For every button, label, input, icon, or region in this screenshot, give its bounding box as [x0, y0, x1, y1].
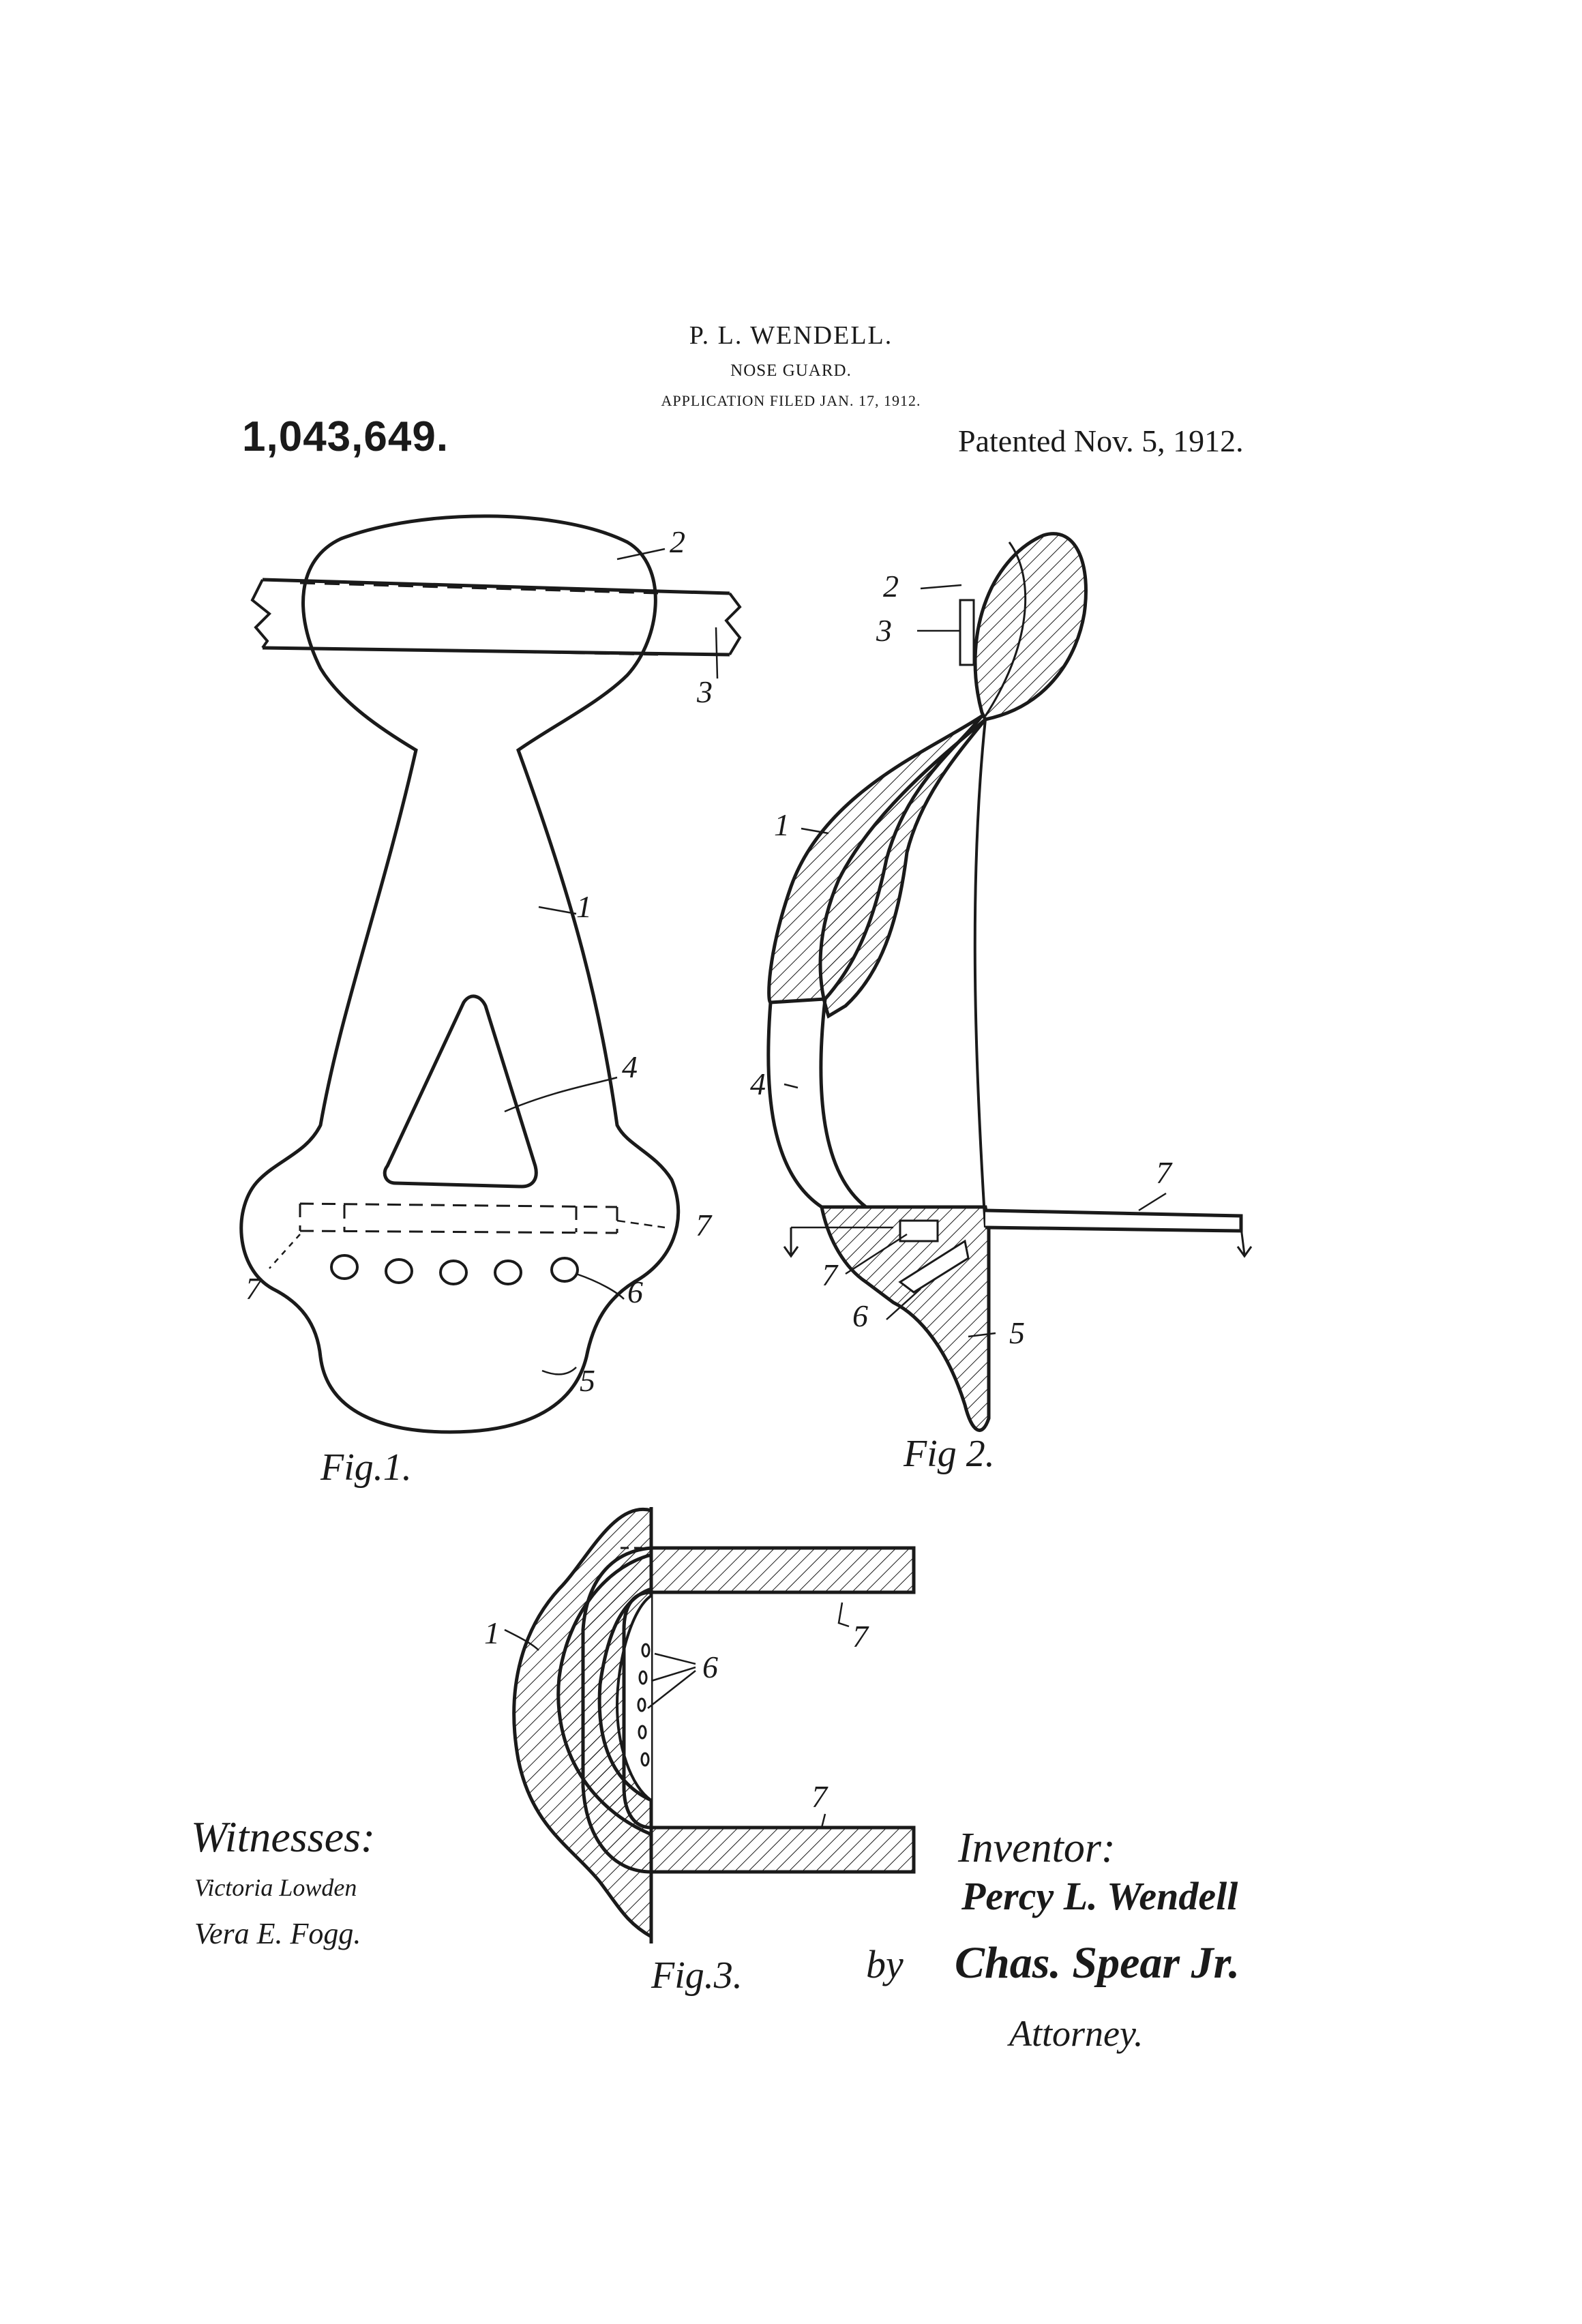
attorney-label: Attorney. — [1007, 2013, 1143, 2054]
witnesses-label: Witnesses: — [191, 1813, 375, 1861]
fig1-vent-holes — [330, 1254, 579, 1285]
witness-name-1: Victoria Lowden — [194, 1874, 357, 1901]
by-label: by — [866, 1942, 904, 1986]
inventor-label: Inventor: — [957, 1825, 1116, 1871]
witness-name-2: Vera E. Fogg. — [194, 1917, 361, 1950]
patent-title: NOSE GUARD. — [730, 361, 852, 380]
fig1-strap — [250, 578, 742, 657]
fig2-ref-6: 6 — [852, 1298, 868, 1333]
witnesses-block: Witnesses: Victoria Lowden Vera E. Fogg. — [191, 1813, 375, 1950]
fig2-ref-4: 4 — [750, 1067, 766, 1101]
fig2-ref-1: 1 — [774, 807, 790, 842]
inventor-signature: Percy L. Wendell — [961, 1874, 1238, 1918]
fig2-caption: Fig 2. — [903, 1433, 995, 1475]
fig1-ref-7-left: 7 — [245, 1271, 263, 1306]
fig1-ref-4: 4 — [622, 1049, 638, 1084]
figure-1 — [239, 514, 742, 1434]
fig2-ref-5: 5 — [1009, 1315, 1025, 1350]
fig3-top-arm — [649, 1546, 916, 1594]
fig1-ref-5: 5 — [580, 1363, 595, 1398]
fig3-ref-7-top: 7 — [852, 1619, 869, 1654]
figure-2 — [766, 532, 1253, 1432]
fig3-bottom-arm — [649, 1826, 916, 1874]
fig3-vent-holes — [637, 1643, 651, 1767]
fig3-ref-6: 6 — [702, 1650, 718, 1684]
fig1-ref-2: 2 — [670, 524, 685, 559]
fig2-ref-7-strap: 7 — [1156, 1155, 1173, 1190]
fig2-head-pad — [973, 532, 1088, 721]
inventor-block: Inventor: Percy L. Wendell by Chas. Spea… — [866, 1825, 1240, 2054]
figure-3 — [504, 1507, 916, 1943]
patent-number: 1,043,649. — [242, 413, 449, 460]
fig3-ref-1: 1 — [484, 1615, 500, 1650]
fig1-ref-6: 6 — [627, 1275, 643, 1309]
fig2-ref-7-bar: 7 — [822, 1257, 839, 1292]
fig1-guard-outline — [239, 514, 681, 1434]
fig1-triangle-opening — [383, 994, 538, 1189]
fig1-ref-3: 3 — [696, 674, 713, 709]
fig2-ref-3: 3 — [876, 613, 892, 648]
fig1-ref-7-right: 7 — [696, 1208, 713, 1242]
fig3-ref-7-bottom: 7 — [811, 1779, 829, 1814]
application-filed: APPLICATION FILED JAN. 17, 1912. — [661, 392, 921, 409]
fig2-ref-2: 2 — [883, 569, 899, 604]
reference-numerals: 2 3 1 4 7 7 6 5 2 3 1 4 7 7 6 5 1 6 7 7 — [245, 524, 1173, 1814]
attorney-signature: Chas. Spear Jr. — [955, 1938, 1240, 1988]
patented-date: Patented Nov. 5, 1912. — [958, 423, 1244, 458]
fig3-caption: Fig.3. — [651, 1954, 743, 1997]
fig1-caption: Fig.1. — [320, 1446, 412, 1489]
fig1-ref-1: 1 — [576, 889, 592, 924]
inventor-header: P. L. WENDELL. — [689, 321, 893, 350]
